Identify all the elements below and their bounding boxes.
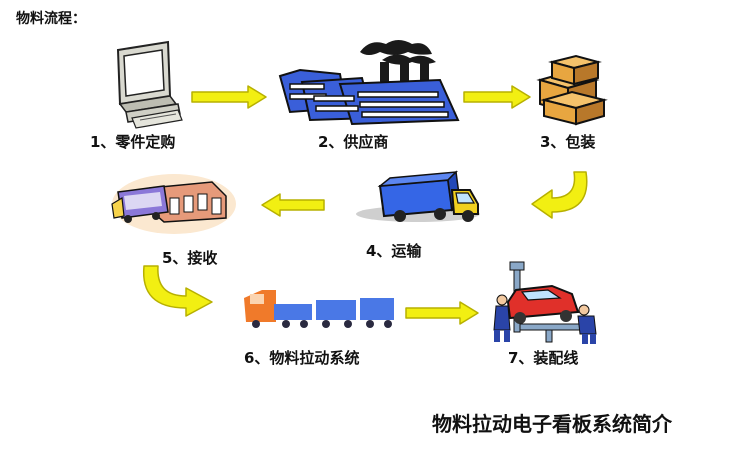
arrow-6-to-7 xyxy=(405,301,479,325)
train-icon xyxy=(244,290,394,328)
factory-icon xyxy=(278,40,460,126)
arrow-4-to-5 xyxy=(261,193,325,217)
computer-icon xyxy=(116,40,183,129)
boxes-icon xyxy=(536,54,608,126)
step-7-label: 7、装配线 xyxy=(508,349,579,367)
page-header: 物料流程： xyxy=(16,11,86,27)
step-3-label: 3、包装 xyxy=(540,133,596,151)
arrow-5-to-6 xyxy=(142,265,213,317)
arrow-1-to-2 xyxy=(191,85,267,109)
warehouse-icon xyxy=(111,174,236,234)
footer-title: 物料拉动电子看板系统简介 xyxy=(432,412,672,436)
step-5-label: 5、接收 xyxy=(162,249,218,267)
arrow-3-to-4 xyxy=(531,171,588,219)
truck-icon xyxy=(356,170,480,222)
arrow-2-to-3 xyxy=(463,85,531,109)
step-2-label: 2、供应商 xyxy=(318,133,389,151)
step-1-label: 1、零件定购 xyxy=(90,133,176,151)
assembly-icon xyxy=(493,261,597,344)
step-6-label: 6、物料拉动系统 xyxy=(244,349,360,367)
step-4-label: 4、运输 xyxy=(366,242,422,260)
